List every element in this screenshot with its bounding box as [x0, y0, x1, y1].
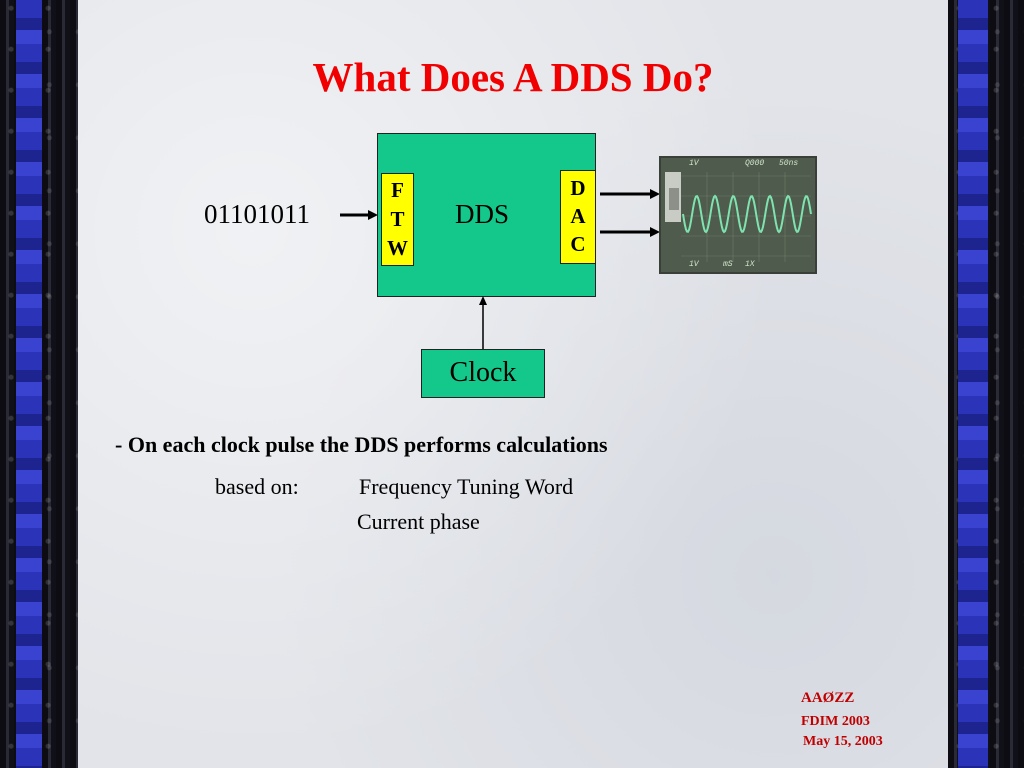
frame-stripe-left — [16, 0, 42, 768]
ftw-letter: W — [387, 236, 408, 260]
dac-letter: A — [570, 204, 586, 228]
footer-event: FDIM 2003 — [801, 714, 870, 729]
frame-stripe-right — [958, 0, 988, 768]
scope-readout: mS — [723, 260, 733, 269]
waveform-trace — [682, 194, 812, 234]
binary-input-label: 01101011 — [204, 199, 310, 229]
dac-letter: C — [570, 232, 586, 256]
clock-arrow — [479, 296, 487, 350]
footer-date: May 15, 2003 — [803, 734, 883, 749]
footer-author: AAØZZ — [801, 690, 855, 706]
based-on-item: Current phase — [357, 509, 480, 534]
dac-block: D A C — [560, 170, 596, 264]
scope-readout: 50ns — [779, 159, 799, 168]
ftw-letter: F — [391, 178, 404, 202]
dac-letter: D — [570, 176, 586, 200]
scope-readout: 1V — [689, 159, 699, 168]
scope-readout: 1V — [689, 260, 699, 269]
oscilloscope-image: 1V Q000 50ns 1V mS 1X — [659, 156, 817, 274]
scope-readout: Q000 — [745, 159, 765, 168]
dds-label: DDS — [455, 199, 510, 229]
clock-block: Clock — [421, 349, 545, 398]
based-on-label: based on: — [215, 474, 299, 499]
scope-readout: 1X — [745, 260, 755, 269]
based-on-item: Frequency Tuning Word — [359, 474, 574, 499]
oscilloscope-screen — [661, 158, 815, 272]
output-arrows — [600, 189, 660, 237]
slide-canvas: What Does A DDS Do? — [78, 0, 948, 768]
bullet-text: - On each clock pulse the DDS performs c… — [115, 432, 608, 457]
input-arrow — [340, 210, 378, 220]
slide-title: What Does A DDS Do? — [312, 54, 714, 100]
ftw-letter: T — [390, 207, 405, 231]
ftw-block: F T W — [381, 173, 414, 266]
